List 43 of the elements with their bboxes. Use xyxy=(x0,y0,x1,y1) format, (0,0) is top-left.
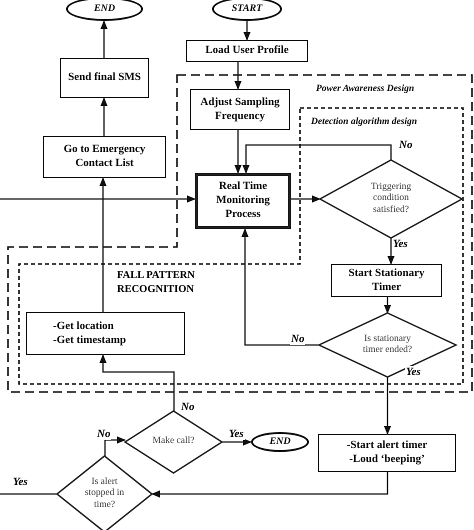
arrow xyxy=(241,228,319,346)
dashed-region xyxy=(19,108,463,384)
process-box: -Start alert timer -Loud ‘beeping’ xyxy=(318,434,456,472)
arrow xyxy=(0,195,196,203)
arrow xyxy=(243,21,251,41)
arrow xyxy=(242,144,392,174)
edge-label: No xyxy=(398,139,414,152)
process-box: Real Time Monitoring Process xyxy=(195,173,291,229)
process-box: Adjust Sampling Frequency xyxy=(190,89,290,130)
decision-diamond: Is alert stopped in time? xyxy=(57,456,152,530)
decision-diamond: Make call? xyxy=(125,411,222,473)
process-box: Start Stationary Timer xyxy=(331,264,442,297)
section-label: FALL PATTERN RECOGNITION xyxy=(117,269,196,296)
edge-label: No xyxy=(180,401,196,414)
region-heading: Detection algorithm design xyxy=(311,117,418,129)
arrow xyxy=(234,130,242,174)
edge-label: No xyxy=(290,333,306,346)
edge-label: Yes xyxy=(12,476,29,488)
arrow xyxy=(100,97,108,136)
arrow xyxy=(99,354,175,411)
arrow xyxy=(384,297,392,314)
edge-label: Yes xyxy=(228,428,245,440)
process-box: Go to Emergency Contact List xyxy=(43,136,166,178)
arrow xyxy=(387,238,395,265)
terminal-ellipse: END xyxy=(251,432,309,452)
arrow xyxy=(384,377,392,435)
edge-label: Yes xyxy=(405,366,422,378)
decision-diamond: Triggering condition satisfied? xyxy=(320,160,462,238)
arrow xyxy=(291,195,321,203)
arrow xyxy=(234,62,242,90)
terminal-ellipse: START xyxy=(212,0,282,21)
arrow xyxy=(104,436,126,456)
arrow xyxy=(100,20,108,58)
region-heading: Power Awareness Design xyxy=(316,84,414,96)
process-box: Send final SMS xyxy=(60,58,149,98)
arrow xyxy=(151,472,388,498)
edge-label: Yes xyxy=(392,238,409,250)
terminal-ellipse: END xyxy=(66,0,143,21)
arrow xyxy=(99,177,107,312)
process-box: Load User Profile xyxy=(186,40,308,62)
edge-label: No xyxy=(96,428,112,440)
process-box: -Get location -Get timestamp xyxy=(26,312,185,355)
arrow xyxy=(222,438,252,446)
